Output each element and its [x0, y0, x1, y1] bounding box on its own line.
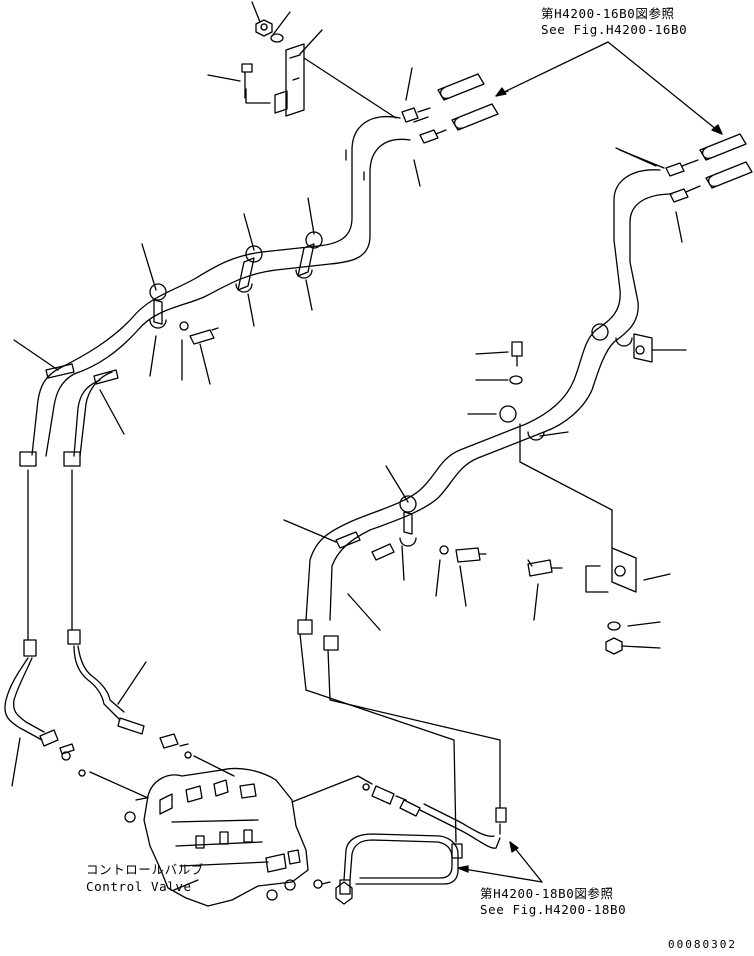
bottom-reference-jp: 第H4200-18B0図参照 [480, 886, 614, 901]
top-reference-jp: 第H4200-16B0図参照 [541, 6, 675, 21]
control-valve-label-en: Control Valve [86, 879, 192, 894]
upper-pipe-run [31, 116, 411, 457]
top-right-fittings [619, 133, 753, 243]
reference-leaders-bottom [457, 841, 543, 883]
drawing-number: 00080302 [668, 938, 737, 951]
lower-right-connections [291, 775, 507, 905]
top-reference-en: See Fig.H4200-16B0 [541, 22, 688, 37]
right-pipe-run [305, 169, 673, 621]
top-bracket-assembly [207, 1, 397, 119]
right-clamps [283, 147, 687, 655]
reference-leaders-top [495, 41, 723, 135]
top-fittings [401, 67, 509, 187]
control-valve-label-jp: コントロールバルブ [86, 862, 204, 877]
left-hose-pair [4, 451, 235, 799]
upper-clamps [13, 197, 323, 435]
lower-right-hoses [297, 619, 501, 843]
bottom-reference-en: See Fig.H4200-18B0 [480, 902, 627, 917]
control-valve [124, 767, 309, 907]
